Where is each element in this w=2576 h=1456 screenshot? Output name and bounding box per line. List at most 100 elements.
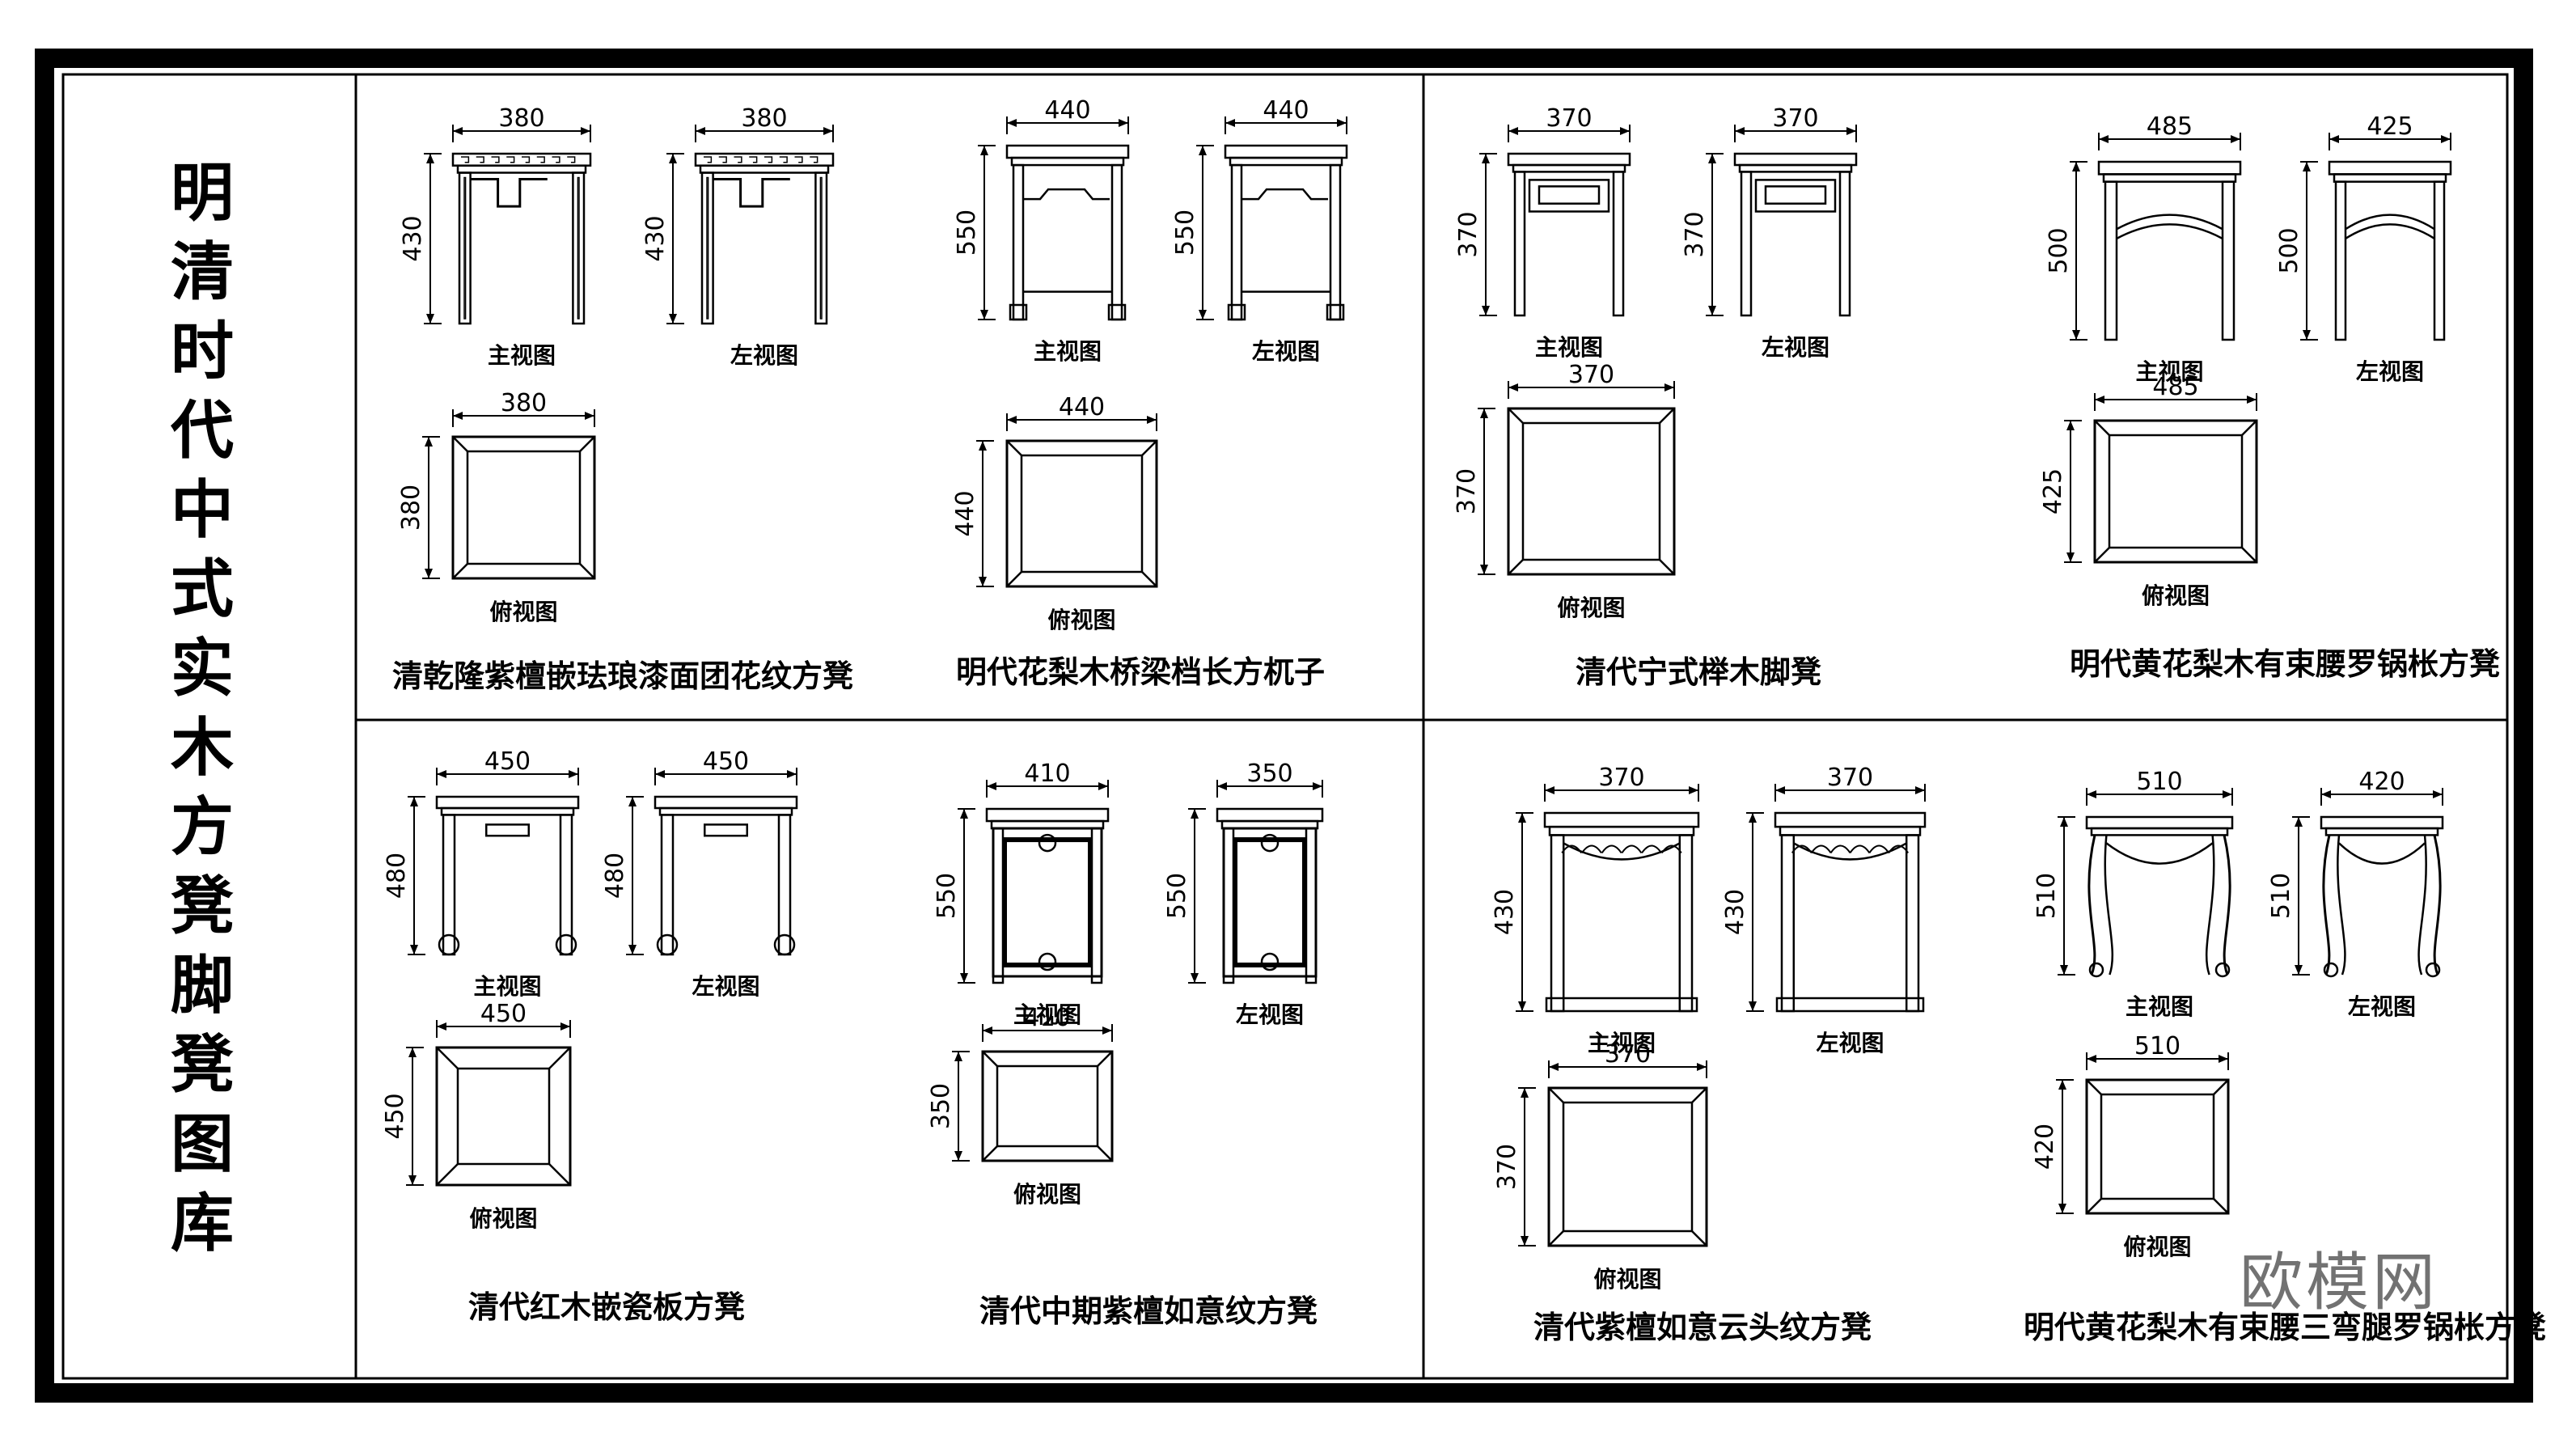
stool-elevation	[451, 152, 592, 325]
dimension-label: 550	[933, 873, 961, 919]
stool-elevation	[1005, 144, 1130, 321]
stool-name: 明代黄花梨木有束腰三弯腿罗锅枨方凳	[2023, 1310, 2547, 1345]
stool-name: 清乾隆紫檀嵌珐琅漆面团花纹方凳	[391, 658, 854, 694]
stool-top-view	[451, 435, 596, 580]
title-char: 脚	[170, 950, 234, 1022]
side-view-label: 左视图	[2347, 993, 2417, 1020]
dimension-label: 500	[2275, 227, 2303, 273]
dimension-label: 440	[1263, 96, 1309, 125]
dimension-label: 500	[2045, 227, 2073, 273]
dimension-label: 450	[703, 747, 749, 776]
front-view-label: 主视图	[1033, 338, 1102, 365]
dimension-label: 550	[1163, 873, 1191, 919]
dimension-label: 370	[1493, 1144, 1521, 1190]
dimension-label: 480	[601, 853, 629, 899]
dimension-label: 370	[1453, 468, 1481, 514]
title-char: 凳	[170, 870, 234, 943]
watermark: 欧模网	[2239, 1246, 2439, 1319]
top-view-label: 俯视图	[1013, 1181, 1082, 1208]
dimension-label: 380	[741, 104, 787, 133]
stool-top-view	[2093, 419, 2258, 564]
dimension-label: 370	[1605, 1040, 1651, 1069]
stool-elevation	[694, 152, 835, 325]
dimension-label: 550	[1171, 210, 1199, 256]
dimension-label: 510	[2267, 873, 2295, 919]
title-char: 式	[170, 553, 234, 626]
stool-elevation	[1507, 152, 1631, 317]
dimension-label: 430	[399, 215, 427, 261]
front-view-label: 主视图	[2135, 358, 2204, 385]
inner-frame	[61, 73, 2509, 1380]
top-view-label: 俯视图	[1047, 607, 1116, 633]
stool-elevation	[654, 795, 798, 956]
stool-name: 清代中期紫檀如意纹方凳	[979, 1293, 1318, 1329]
front-view-label: 主视图	[2125, 993, 2194, 1020]
stool-name: 明代花梨木桥梁档长方杌子	[955, 654, 1326, 690]
dimension-label: 440	[1044, 96, 1090, 125]
dimension-label: 410	[1024, 760, 1070, 788]
top-view-label: 俯视图	[2141, 582, 2210, 609]
stool-elevation	[1543, 811, 1700, 1013]
stool-elevation	[2320, 815, 2444, 978]
dimension-label: 450	[381, 1093, 409, 1139]
dimension-label: 370	[1568, 361, 1614, 389]
dimension-label: 550	[953, 210, 981, 256]
stool-elevation	[1733, 152, 1858, 317]
stool-top-view	[1005, 439, 1158, 588]
title-char: 库	[170, 1187, 234, 1260]
dimension-label: 450	[480, 1000, 527, 1028]
top-view-label: 俯视图	[1557, 595, 1626, 621]
stool-elevation	[1216, 807, 1324, 984]
dimension-label: 410	[1024, 1004, 1070, 1032]
dimension-label: 425	[2367, 112, 2413, 141]
dimension-label: 370	[1772, 104, 1818, 133]
dimension-label: 420	[2358, 768, 2405, 796]
title-char: 图	[170, 1108, 234, 1181]
outer-frame	[35, 49, 2533, 1403]
top-view-label: 俯视图	[469, 1205, 538, 1232]
dimension-label: 370	[1827, 764, 1873, 792]
front-view-label: 主视图	[1534, 334, 1604, 361]
dimension-label: 420	[2031, 1124, 2059, 1170]
front-view-label: 主视图	[1587, 1030, 1656, 1056]
dimension-label: 380	[498, 104, 544, 133]
title-char: 中	[170, 474, 234, 547]
dimension-label: 480	[383, 853, 411, 899]
top-view-label: 俯视图	[2123, 1234, 2192, 1260]
dimension-label: 440	[1059, 393, 1105, 421]
title-char: 时	[170, 315, 234, 388]
title-char: 凳	[170, 1029, 234, 1102]
title-char: 代	[170, 395, 234, 468]
dimension-label: 380	[501, 389, 547, 417]
dimension-label: 485	[2147, 112, 2193, 141]
dimension-label: 370	[1598, 764, 1644, 792]
stool-name: 清代红木嵌瓷板方凳	[467, 1289, 746, 1325]
stool-name: 明代黄花梨木有束腰罗锅枨方凳	[2069, 646, 2501, 682]
front-view-label: 主视图	[1013, 1001, 1082, 1028]
dimension-label: 510	[2032, 873, 2061, 919]
side-view-label: 左视图	[1816, 1030, 1884, 1056]
stool-elevation	[2328, 160, 2452, 341]
stool-elevation	[2097, 160, 2242, 341]
side-view-label: 左视图	[1235, 1001, 1305, 1028]
stool-elevation	[1774, 811, 1927, 1013]
title-char: 清	[170, 236, 234, 309]
title-char: 木	[170, 712, 234, 785]
stool-elevation	[2085, 815, 2234, 978]
stool-top-view	[981, 1050, 1114, 1162]
dimension-label: 440	[951, 490, 979, 536]
dimension-label: 430	[641, 215, 670, 261]
dimension-label: 450	[484, 747, 531, 776]
stool-top-view	[2085, 1078, 2230, 1215]
side-view-label: 左视图	[2355, 358, 2425, 385]
title-char: 实	[170, 633, 234, 705]
side-view-label: 左视图	[1761, 334, 1830, 361]
side-view-label: 左视图	[730, 342, 799, 369]
side-view-label: 左视图	[692, 973, 760, 1000]
dimension-label: 370	[1546, 104, 1592, 133]
stool-name: 清代宁式榉木脚凳	[1575, 654, 1822, 690]
stool-elevation	[1224, 144, 1348, 321]
stool-top-view	[435, 1046, 572, 1187]
dimension-label: 510	[2136, 768, 2182, 796]
front-view-label: 主视图	[487, 342, 556, 369]
